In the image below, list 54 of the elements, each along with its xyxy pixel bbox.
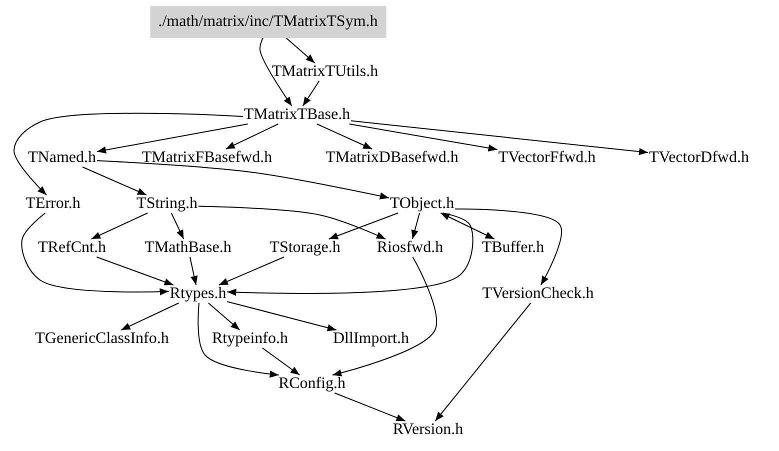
file-label: RConfig.h [275,373,349,395]
arrow [334,392,406,422]
file-label: TError.h [22,193,84,215]
arrow [96,124,248,154]
arrow [218,256,285,286]
arrow [14,112,244,196]
arrow [96,256,174,286]
file-label: TString.h [134,193,200,215]
arrow [208,302,240,330]
file-label: Rtypes.h [166,283,230,305]
arrow [283,36,316,64]
arrow [302,80,320,106]
file-label: TObject.h [386,193,458,215]
file-label: TBuffer.h [478,237,548,259]
file-label: TMatrixTBase.h [240,104,354,126]
file-label: TVersionCheck.h [479,283,597,305]
file-label: RVersion.h [390,419,466,441]
file-label: TNamed.h [25,147,99,169]
file-label: Riosfwd.h [374,237,446,259]
arrow [198,206,386,240]
arrow [259,36,292,106]
file-label: TMatrixDBasefwd.h [322,147,462,169]
file-label: TGenericClassInfo.h [32,328,172,350]
arrow [189,256,198,286]
file-label: TMathBase.h [142,237,234,259]
arrow [262,348,300,376]
file-label: DllImport.h [330,328,412,350]
arrow [96,160,390,200]
file-box: ./math/matrix/inc/TMatrixTSym.h [150,6,386,38]
arrow [316,124,373,150]
arrow [226,301,337,332]
arrow [440,212,495,240]
arrow [225,124,279,150]
arrow [198,302,280,378]
arrow [328,212,399,240]
arrow [348,124,498,152]
arrow [226,212,474,296]
file-label: Rtypeinfo.h [209,328,291,350]
arrow [454,208,562,286]
arrow [170,212,184,240]
file-label: TStorage.h [266,237,344,259]
arrow [434,302,532,422]
arrow [332,256,437,376]
arrow [82,166,147,196]
arrow [411,212,420,240]
arrow [120,302,180,330]
arrow [21,212,170,296]
arrow [350,120,649,156]
arrow [90,212,148,240]
file-label: TRefCnt.h [35,237,109,259]
file-label: TMatrixFBasefwd.h [138,147,276,169]
file-label: TVectorFfwd.h [495,147,599,169]
file-label: TMatrixTUtils.h [268,61,382,83]
file-label: TVectorDfwd.h [646,147,752,169]
